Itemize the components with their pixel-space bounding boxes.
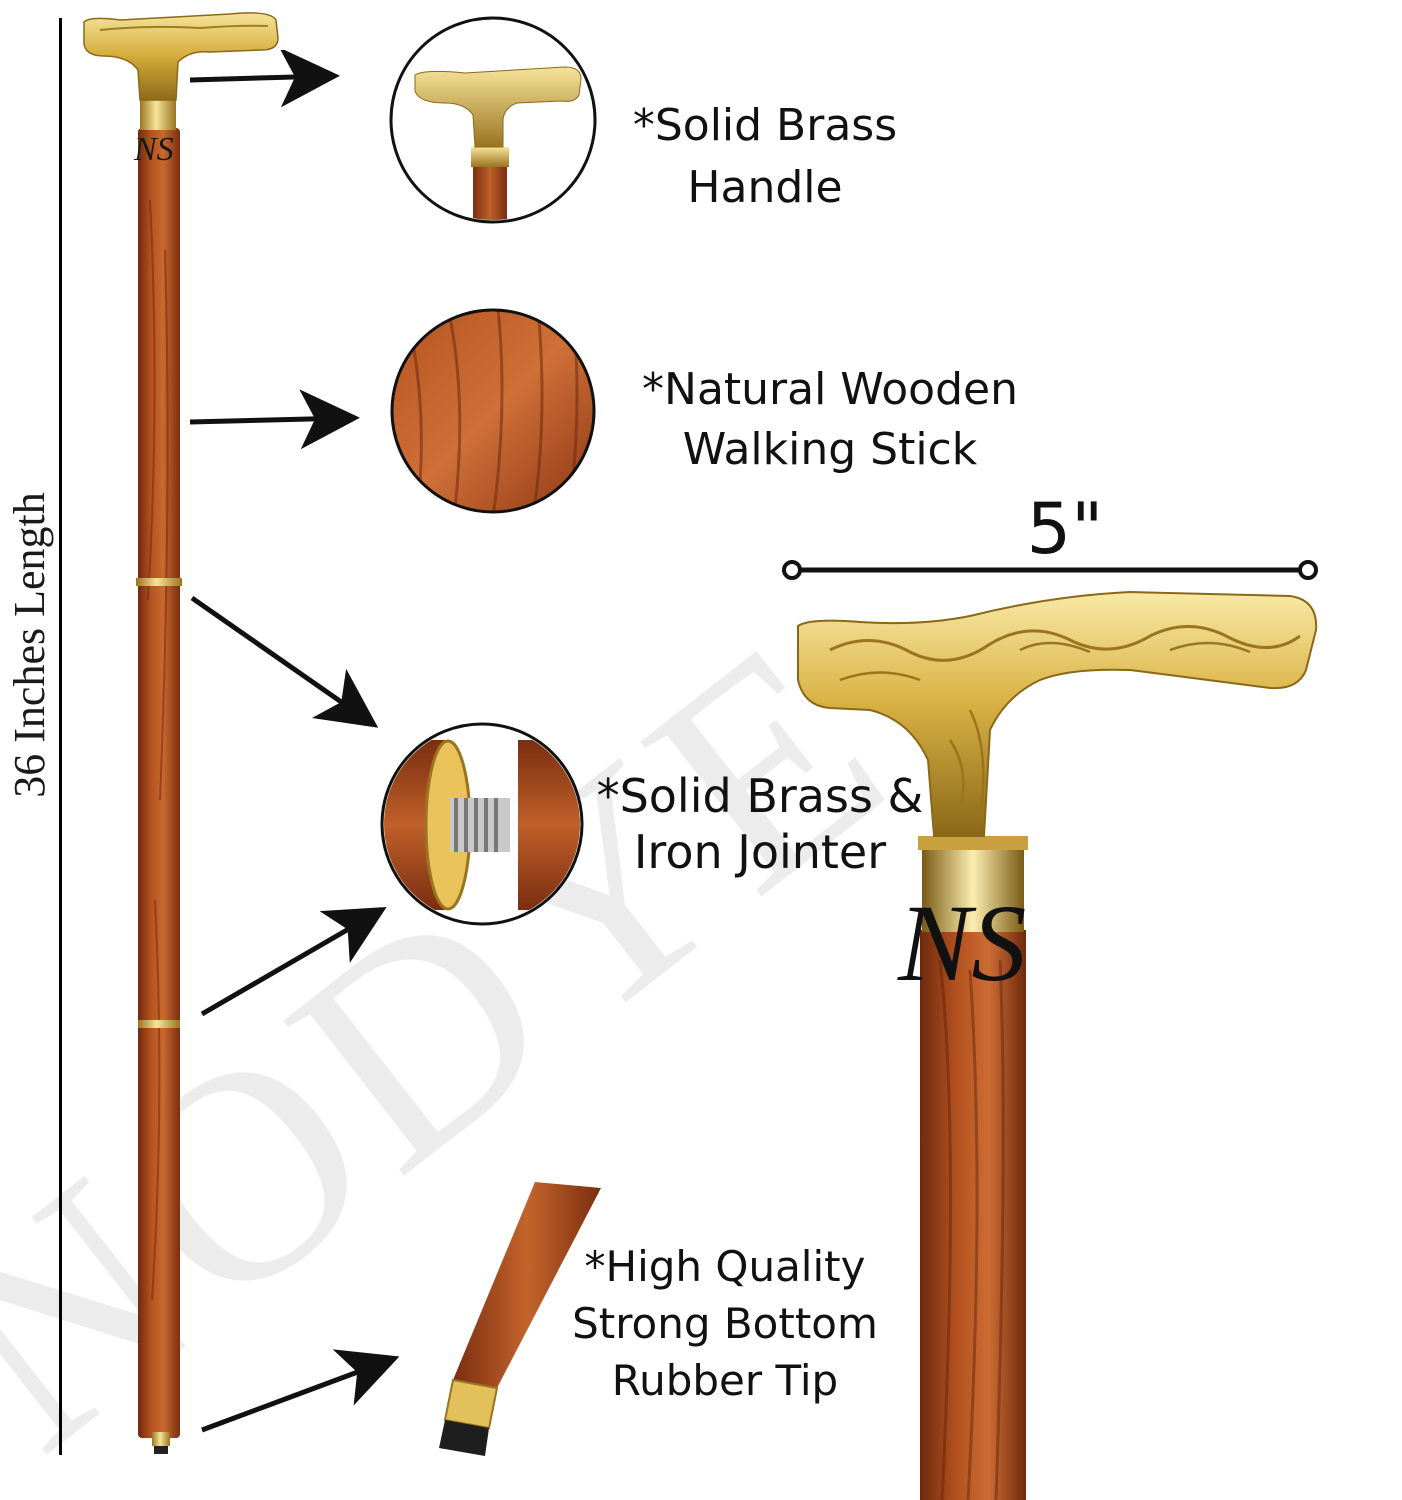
stick-ferrule: [152, 1432, 170, 1446]
tip-detail-illustration: [439, 1182, 601, 1456]
feature-label-handle: *Solid Brass Handle: [632, 100, 898, 213]
length-label: 36 Inches Length: [5, 492, 54, 798]
logo-mark: NS: [133, 131, 174, 168]
joint-detail-circle: [380, 722, 584, 926]
feature-label-wood: *Natural Wooden Walking Stick: [642, 364, 1018, 475]
arrow-handle: [189, 50, 340, 108]
lower-joint-ring: [138, 1020, 180, 1028]
rubber-tip: [154, 1446, 168, 1454]
width-label: 5": [1026, 488, 1104, 570]
arrow-joint-upper: [190, 595, 379, 728]
closeup-shaft: [920, 930, 1026, 1500]
arrow-tip: [201, 1349, 400, 1433]
handle-collar: [140, 100, 176, 130]
arrow-joint-lower: [200, 906, 387, 1017]
closeup-brass-handle: [797, 590, 1318, 837]
stick-shaft: [138, 128, 180, 1438]
handle-closeup-illustration: NS: [782, 560, 1318, 1500]
upper-joint-ring: [136, 578, 182, 586]
full-stick-illustration: NS: [83, 12, 279, 1454]
arrow-wood: [189, 389, 360, 450]
wood-grain: [147, 199, 169, 1301]
length-dimension-line: [59, 18, 62, 1455]
closeup-logo-mark: NS: [897, 882, 1026, 1004]
feature-label-tip: *High Quality Strong Bottom Rubber Tip: [572, 1242, 878, 1405]
handle-detail-circle: [389, 16, 597, 224]
wood-detail-circle: [390, 308, 596, 514]
closeup-collar: [922, 842, 1024, 932]
feature-label-jointer: *Solid Brass & Iron Jointer: [596, 769, 924, 879]
callout-arrows: [189, 50, 400, 1433]
brass-handle: [83, 12, 279, 101]
